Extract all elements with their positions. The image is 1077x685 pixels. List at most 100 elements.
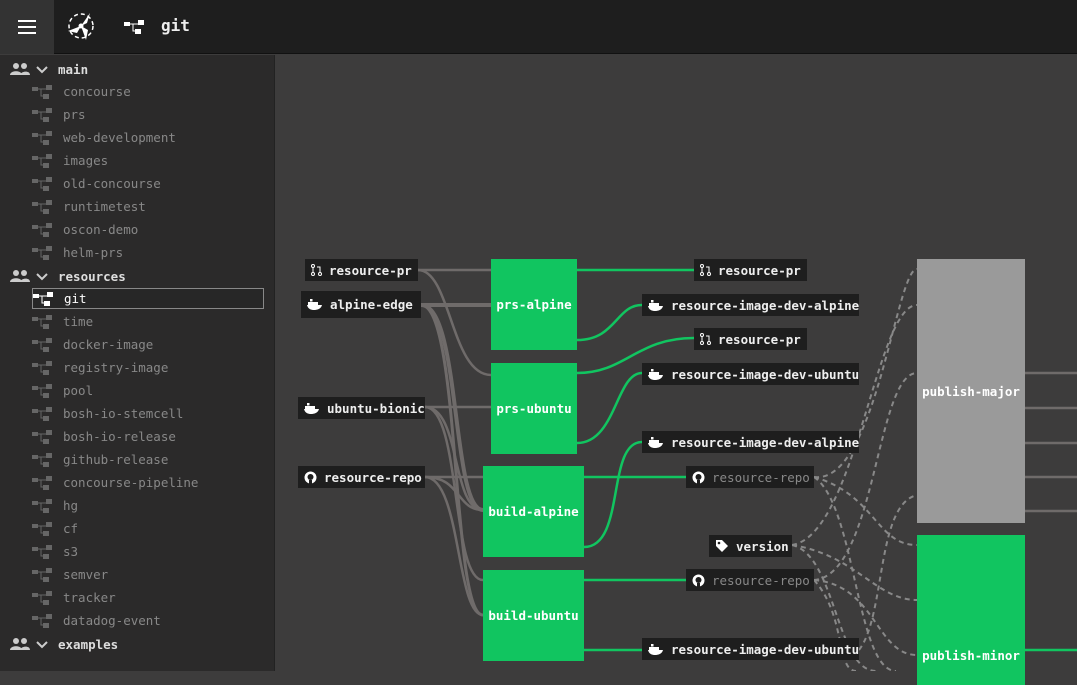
pipeline-icon [32, 222, 52, 237]
pipeline-icon [32, 452, 52, 467]
pipeline-icon [32, 337, 52, 352]
pipeline-name: web-development [63, 130, 176, 145]
hamburger-icon [18, 20, 36, 34]
sidebar-pipeline-git[interactable]: git [32, 288, 264, 309]
pipeline-name: registry-image [63, 360, 169, 375]
pipeline-icon [32, 544, 52, 559]
output-resource-resource-pr[interactable]: resource-pr [694, 328, 807, 350]
team-icon [10, 638, 30, 650]
input-resource-ubuntu-bionic[interactable]: ubuntu-bionic [298, 397, 425, 419]
sidebar-team-examples[interactable]: examples [10, 633, 118, 655]
pipeline-name: bosh-io-release [63, 429, 176, 444]
resource-label: resource-pr [718, 331, 801, 347]
pipeline-icon [32, 567, 52, 582]
sidebar-pipeline-bosh-io-release[interactable]: bosh-io-release [32, 426, 264, 447]
sidebar-pipeline-concourse-pipeline[interactable]: concourse-pipeline [32, 472, 264, 493]
docker-icon [304, 402, 320, 414]
pipeline-name: tracker [63, 590, 116, 605]
sidebar-pipeline-s3[interactable]: s3 [32, 541, 264, 562]
team-icon [10, 270, 30, 282]
pipeline-icon [32, 521, 52, 536]
input-resource-resource-repo[interactable]: resource-repo [298, 466, 425, 488]
output-resource-resource-pr[interactable]: resource-pr [694, 259, 807, 281]
pipeline-name: concourse [63, 84, 131, 99]
input-resource-resource-pr[interactable]: resource-pr [305, 259, 418, 281]
pipeline-icon [32, 130, 52, 145]
sidebar-pipeline-bosh-io-stemcell[interactable]: bosh-io-stemcell [32, 403, 264, 424]
sidebar-pipeline-old-concourse[interactable]: old-concourse [32, 173, 264, 194]
sidebar-pipeline-prs[interactable]: prs [32, 104, 264, 125]
sidebar-pipeline-registry-image[interactable]: registry-image [32, 357, 264, 378]
output-resource-resource-image-dev-ubuntu[interactable]: resource-image-dev-ubuntu [642, 363, 859, 385]
job-publish-major[interactable]: publish-major [917, 259, 1025, 523]
sidebar: main concourse prs web-development images old… [0, 55, 275, 671]
graph-edges [417, 268, 1077, 671]
sidebar-pipeline-pool[interactable]: pool [32, 380, 264, 401]
output-resource-resource-image-dev-ubuntu[interactable]: resource-image-dev-ubuntu [642, 638, 859, 660]
input-resource-alpine-edge[interactable]: alpine-edge [301, 291, 421, 318]
pipeline-name: git [64, 291, 87, 306]
tag-icon [715, 539, 729, 553]
sidebar-pipeline-images[interactable]: images [32, 150, 264, 171]
resource-label: ubuntu-bionic [327, 400, 425, 416]
output-resource-version[interactable]: version [709, 535, 792, 557]
sidebar-pipeline-semver[interactable]: semver [32, 564, 264, 585]
resource-label: resource-repo [712, 469, 810, 485]
output-resource-resource-image-dev-alpine[interactable]: resource-image-dev-alpine [642, 294, 859, 316]
docker-icon [648, 436, 664, 448]
resource-label: alpine-edge [330, 297, 413, 312]
top-bar: git [0, 0, 1077, 54]
docker-icon [648, 643, 664, 655]
pipeline-name: prs [63, 107, 86, 122]
pipeline-name: github-release [63, 452, 169, 467]
sidebar-pipeline-helm-prs[interactable]: helm-prs [32, 242, 264, 263]
pipeline-name: concourse-pipeline [63, 475, 199, 490]
resource-label: resource-pr [329, 262, 412, 278]
output-resource-resource-repo[interactable]: resource-repo [686, 569, 814, 591]
output-resource-resource-image-dev-alpine[interactable]: resource-image-dev-alpine [642, 431, 859, 453]
sidebar-pipeline-cf[interactable]: cf [32, 518, 264, 539]
sidebar-team-main[interactable]: main [10, 58, 88, 80]
pipeline-name: oscon-demo [63, 222, 139, 237]
sidebar-pipeline-concourse[interactable]: concourse [32, 81, 264, 102]
hamburger-menu-button[interactable] [0, 0, 54, 54]
pipeline-icon [32, 590, 52, 605]
resource-label: resource-repo [324, 469, 422, 485]
job-label: publish-major [922, 383, 1020, 399]
team-name: main [58, 61, 89, 77]
pipeline-icon [32, 360, 52, 375]
sidebar-team-resources[interactable]: resources [10, 265, 126, 287]
sidebar-pipeline-hg[interactable]: hg [32, 495, 264, 516]
docker-icon [648, 368, 664, 380]
job-label: build-alpine [488, 504, 579, 519]
job-build-ubuntu[interactable]: build-ubuntu [483, 570, 584, 661]
sidebar-pipeline-datadog-event[interactable]: datadog-event [32, 610, 264, 631]
sidebar-pipeline-tracker[interactable]: tracker [32, 587, 264, 608]
output-resource-resource-repo[interactable]: resource-repo [686, 466, 814, 488]
sidebar-pipeline-oscon-demo[interactable]: oscon-demo [32, 219, 264, 240]
job-prs-alpine[interactable]: prs-alpine [491, 259, 577, 350]
pipeline-icon [32, 406, 52, 421]
concourse-logo[interactable] [64, 9, 98, 43]
job-build-alpine[interactable]: build-alpine [483, 466, 584, 557]
sidebar-pipeline-docker-image[interactable]: docker-image [32, 334, 264, 355]
resource-label: resource-image-dev-ubuntu [671, 366, 860, 382]
pipeline-icon [32, 107, 52, 122]
sidebar-pipeline-github-release[interactable]: github-release [32, 449, 264, 470]
pipeline-icon [124, 20, 144, 34]
pipeline-name: pool [63, 383, 94, 398]
pipeline-icon [32, 199, 52, 214]
pipeline-name: runtimetest [63, 199, 146, 214]
pipeline-graph[interactable]: resource-pr alpine-edge ubuntu-bionic resou… [276, 55, 1077, 685]
pipeline-name: images [63, 153, 109, 168]
chevron-down-icon [36, 637, 48, 652]
job-label: prs-ubuntu [496, 401, 572, 416]
sidebar-pipeline-web-development[interactable]: web-development [32, 127, 264, 148]
sidebar-pipeline-time[interactable]: time [32, 311, 264, 332]
job-prs-ubuntu[interactable]: prs-ubuntu [491, 363, 577, 454]
sidebar-pipeline-runtimetest[interactable]: runtimetest [32, 196, 264, 217]
pipeline-icon [32, 314, 52, 329]
job-publish-minor[interactable]: publish-minor [917, 535, 1025, 685]
job-label: prs-alpine [496, 297, 572, 312]
pull-request-icon [700, 333, 711, 345]
